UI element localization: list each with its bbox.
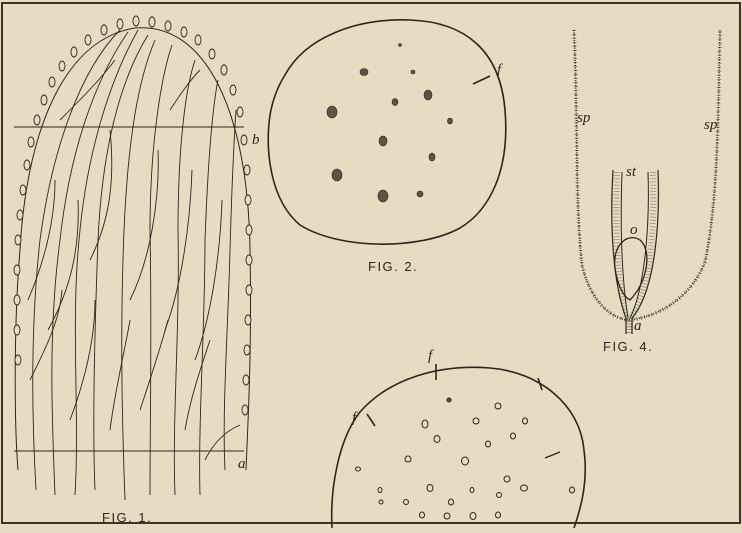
fig3-drawing bbox=[332, 364, 586, 528]
fig4-drawing bbox=[574, 30, 720, 334]
fig3-tick-mid bbox=[545, 452, 560, 458]
fig1-marginal-knobs bbox=[14, 16, 252, 415]
fig2-caption: FIG. 2. bbox=[368, 259, 418, 274]
fig1-fibers bbox=[28, 30, 240, 500]
fig1-label-b: b bbox=[252, 132, 260, 148]
fig4-caption: FIG. 4. bbox=[603, 339, 653, 354]
fig2-tick-f bbox=[473, 76, 490, 84]
fig2-drawing bbox=[268, 20, 505, 244]
fig3-spots bbox=[356, 398, 575, 520]
fig2-spots bbox=[327, 44, 453, 203]
fig4-style-left bbox=[612, 170, 626, 318]
fig4-label-sp-left: sp bbox=[577, 110, 591, 126]
fig1-caption: FIG. 1. bbox=[102, 510, 152, 525]
fig4-label-a: a bbox=[634, 318, 642, 334]
fig4-style-right bbox=[632, 170, 658, 318]
fig4-label-sp-right: sp bbox=[704, 117, 718, 133]
fig3-tick-f-left bbox=[367, 414, 375, 426]
fig2-label-f: f bbox=[497, 62, 503, 78]
fig3-outline bbox=[332, 367, 586, 528]
fig2-outline bbox=[268, 20, 505, 244]
fig4-label-o: o bbox=[630, 222, 638, 238]
fig4-label-st: st bbox=[626, 164, 637, 180]
fig1-label-a: a bbox=[238, 456, 246, 472]
fig3-label-f-top: f bbox=[428, 348, 434, 364]
fig4-outer-wall-ticks bbox=[574, 30, 720, 320]
fig1-drawing bbox=[14, 16, 252, 500]
fig3-label-f-left: f bbox=[352, 410, 358, 426]
